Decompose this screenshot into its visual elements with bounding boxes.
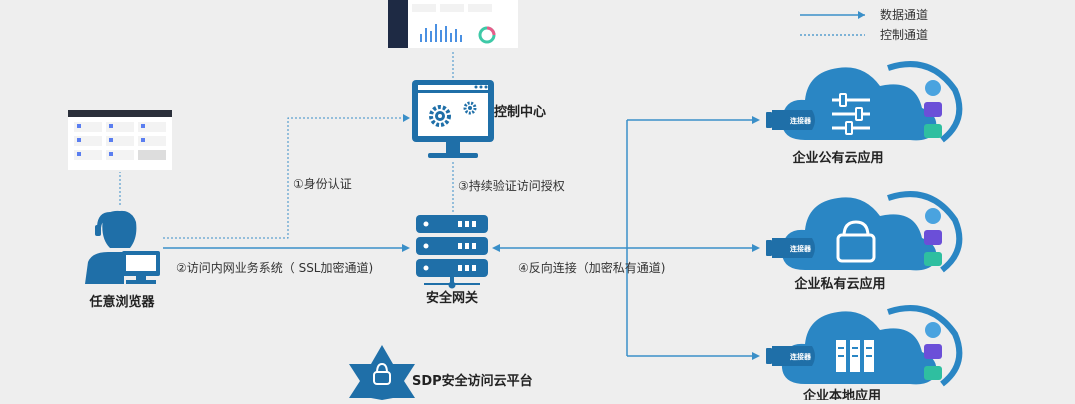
terminal-icon	[924, 344, 942, 359]
sliders-icon	[832, 93, 870, 135]
platform-label: SDP安全访问云平台	[412, 373, 533, 389]
public-cloud-node: 连接器 企业公有云应用	[766, 61, 963, 166]
edge-label-verify: ③持续验证访问授权	[458, 178, 565, 193]
connections	[119, 50, 760, 360]
connector-plug: 连接器	[766, 346, 815, 366]
cloud-ring	[887, 61, 963, 143]
globe-icon	[925, 80, 941, 96]
private-cloud-node: 连接器 企业私有云应用	[766, 191, 963, 292]
shield-star-icon	[349, 345, 415, 400]
edge-label-reverse: ④反向连接（加密私有通道)	[518, 260, 665, 275]
legend: 数据通道 控制通道	[800, 7, 928, 42]
arrow-to-private	[752, 244, 760, 252]
cloud-ring	[887, 191, 963, 273]
user-at-computer-icon	[85, 210, 160, 284]
monitor-small-icon	[924, 366, 942, 380]
lock-icon	[836, 220, 876, 263]
monitor-small-icon	[924, 124, 942, 138]
terminal-icon	[924, 230, 942, 245]
portal-topbar	[68, 110, 172, 117]
connector-label: 连接器	[790, 244, 812, 253]
gateway-node: 安全网关	[416, 215, 488, 306]
dashboard-thumbnail	[388, 0, 518, 48]
private-cloud-label: 企业私有云应用	[793, 276, 885, 292]
local-app-node: 连接器 企业本地应用	[766, 305, 963, 404]
connector-label: 连接器	[790, 116, 812, 125]
legend-data-label: 数据通道	[880, 7, 928, 22]
arrow-access	[402, 244, 410, 252]
connector-plug: 连接器	[766, 110, 815, 130]
monitor-icon	[412, 80, 494, 158]
portal-thumbnail	[68, 110, 172, 170]
browser-node: 任意浏览器	[85, 210, 160, 310]
small-gear-icon	[463, 101, 477, 115]
globe-icon	[925, 322, 941, 338]
sdp-platform: SDP安全访问云平台	[349, 345, 533, 400]
arrow-auth	[403, 114, 410, 122]
connector-label: 连接器	[790, 352, 812, 361]
local-app-label: 企业本地应用	[802, 388, 881, 400]
gear-icon	[429, 105, 451, 127]
control-center-node: 控制中心	[412, 80, 546, 158]
server-icon	[416, 215, 488, 289]
edge-label-access: ②访问内网业务系统（ SSL加密通道)	[176, 260, 373, 275]
legend-control-label: 控制通道	[880, 28, 928, 42]
gateway-label: 安全网关	[426, 290, 478, 306]
control-center-label: 控制中心	[494, 104, 546, 120]
dashboard-sidebar	[388, 0, 408, 48]
connector-plug: 连接器	[766, 238, 815, 258]
cloud-shape	[781, 67, 937, 141]
public-cloud-label: 企业公有云应用	[791, 150, 883, 166]
arrow-to-local	[752, 352, 760, 360]
legend-data-arrow	[858, 11, 865, 19]
cloud-ring	[887, 305, 963, 387]
arrow-reverse	[492, 244, 500, 252]
browser-label: 任意浏览器	[88, 294, 155, 310]
terminal-icon	[924, 102, 942, 117]
arrow-to-public	[752, 116, 760, 124]
edge-label-auth: ①身份认证	[293, 176, 352, 191]
server-rack-icon	[836, 340, 874, 372]
globe-icon	[925, 208, 941, 224]
monitor-small-icon	[924, 252, 942, 266]
line-auth	[163, 117, 405, 239]
